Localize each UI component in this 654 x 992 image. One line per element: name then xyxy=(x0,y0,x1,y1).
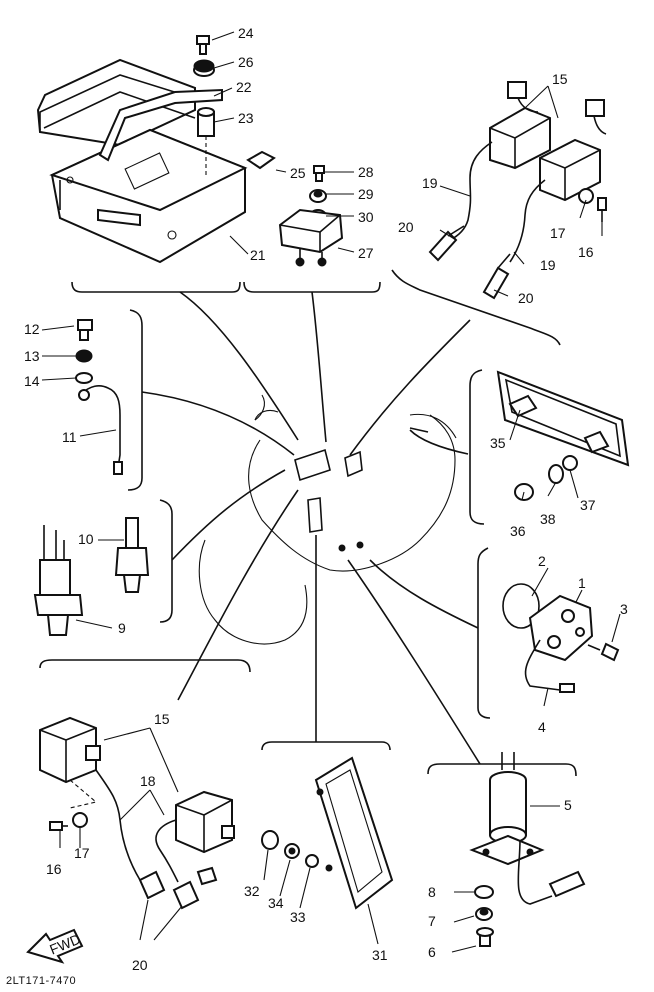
label-37: 37 xyxy=(580,497,596,513)
label-35: 35 xyxy=(490,435,506,451)
label-28: 28 xyxy=(358,164,374,180)
label-4: 4 xyxy=(538,719,546,735)
label-15-bottom: 15 xyxy=(154,711,170,727)
label-19-top-right: 19 xyxy=(540,257,556,273)
section-brackets xyxy=(39,269,577,777)
label-29: 29 xyxy=(358,186,374,202)
forward-arrow-icon: FWD xyxy=(26,928,84,964)
label-9: 9 xyxy=(118,620,126,636)
part-labels: 24 26 22 23 25 28 29 30 27 21 15 19 20 1… xyxy=(24,25,628,973)
label-3: 3 xyxy=(620,601,628,617)
cdi-unit-group xyxy=(36,35,344,267)
label-30: 30 xyxy=(358,209,374,225)
label-17-bottom: 17 xyxy=(74,845,90,861)
label-32: 32 xyxy=(244,883,260,899)
label-2: 2 xyxy=(538,553,546,569)
label-31: 31 xyxy=(372,947,388,963)
label-19-top-left: 19 xyxy=(422,175,438,191)
ignition-coil-group-top xyxy=(428,81,607,300)
label-27: 27 xyxy=(358,245,374,261)
label-1: 1 xyxy=(578,575,586,591)
label-34: 34 xyxy=(268,895,284,911)
switch-group xyxy=(33,517,150,636)
diagram-code: 2LT171-7470 xyxy=(6,975,77,987)
label-11: 11 xyxy=(62,429,77,445)
label-12: 12 xyxy=(24,321,40,337)
ground-lead-group xyxy=(75,319,123,475)
engine-outline xyxy=(198,394,457,645)
starter-relay-group xyxy=(469,752,586,947)
label-22: 22 xyxy=(236,79,252,95)
label-36: 36 xyxy=(510,523,526,539)
label-15-top: 15 xyxy=(552,71,568,87)
label-7: 7 xyxy=(428,913,436,929)
label-20-top-right: 20 xyxy=(518,290,534,306)
label-25: 25 xyxy=(290,165,306,181)
label-18: 18 xyxy=(140,773,156,789)
label-8: 8 xyxy=(428,884,436,900)
label-10: 10 xyxy=(78,531,94,547)
label-14: 14 xyxy=(24,373,40,389)
label-21: 21 xyxy=(250,247,266,263)
reflector-group xyxy=(261,756,394,910)
label-17-top: 17 xyxy=(550,225,566,241)
label-20-bottom: 20 xyxy=(132,957,148,973)
label-23: 23 xyxy=(238,110,254,126)
label-13: 13 xyxy=(24,348,40,364)
ignition-coil-group-bottom xyxy=(39,716,235,910)
label-38: 38 xyxy=(540,511,556,527)
lamp-group xyxy=(496,370,630,501)
label-33: 33 xyxy=(290,909,306,925)
label-26: 26 xyxy=(238,54,254,70)
label-16-top: 16 xyxy=(578,244,594,260)
sensor-group xyxy=(502,583,620,693)
label-24: 24 xyxy=(238,25,254,41)
label-16-bottom: 16 xyxy=(46,861,62,877)
label-6: 6 xyxy=(428,944,436,960)
label-leaders xyxy=(41,31,621,953)
leader-lines xyxy=(141,291,481,765)
label-20-top-left: 20 xyxy=(398,219,414,235)
label-5: 5 xyxy=(564,797,572,813)
